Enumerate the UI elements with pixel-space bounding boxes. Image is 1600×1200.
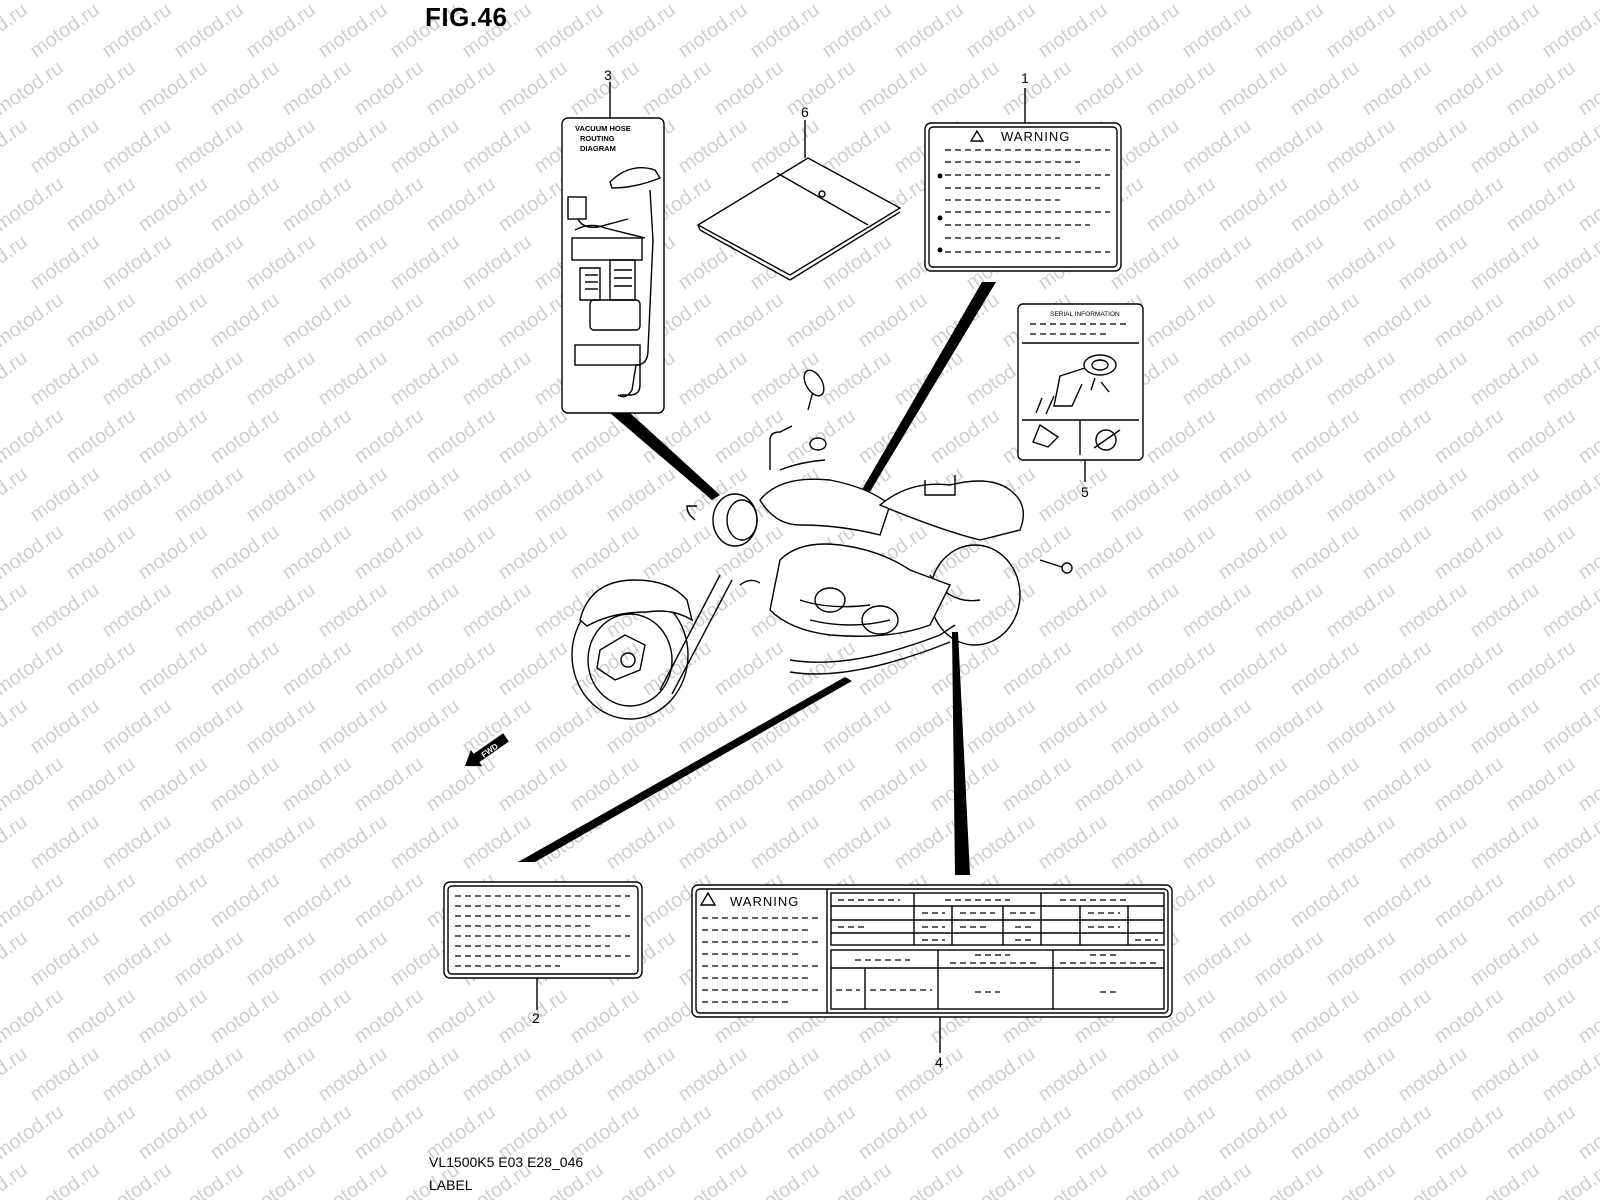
diagram-caption: LABEL bbox=[429, 1177, 473, 1193]
callout-6: 6 bbox=[801, 104, 809, 120]
callout-1: 1 bbox=[1021, 70, 1029, 86]
serial-label-text: SERIAL INFORMATION bbox=[1050, 311, 1120, 318]
vacuum-label-line1: VACUUM HOSE bbox=[575, 124, 631, 133]
label-5-serial-info: SERIAL INFORMATION bbox=[1017, 303, 1144, 461]
figure-title: FIG.46 bbox=[425, 2, 508, 32]
callout-3: 3 bbox=[604, 67, 612, 83]
callout-2: 2 bbox=[532, 1010, 540, 1026]
pointer-3 bbox=[610, 413, 720, 500]
vacuum-label-line2: ROUTING bbox=[580, 134, 615, 143]
vacuum-label-line3: DIAGRAM bbox=[580, 144, 616, 153]
label-1-warning-text: WARNING bbox=[1001, 129, 1070, 144]
motorcycle-illustration bbox=[571, 369, 1073, 720]
label-2 bbox=[443, 881, 643, 1010]
pointer-1 bbox=[856, 282, 996, 505]
callout-4: 4 bbox=[935, 1054, 943, 1070]
label-6-sheet bbox=[696, 120, 902, 281]
label-1-warning: WARNING bbox=[924, 88, 1122, 272]
label-4-warning-table: WARNING bbox=[691, 884, 1173, 1053]
pointer-4 bbox=[952, 632, 970, 875]
fwd-arrow: FWD bbox=[465, 733, 509, 767]
label-3-vacuum-hose-diagram: VACUUM HOSE ROUTING DIAGRAM bbox=[561, 82, 665, 414]
label-4-warning-text: WARNING bbox=[730, 894, 799, 909]
callout-5: 5 bbox=[1081, 484, 1089, 500]
pointer-2 bbox=[518, 677, 852, 862]
diagram-code: VL1500K5 E03 E28_046 bbox=[429, 1154, 584, 1170]
